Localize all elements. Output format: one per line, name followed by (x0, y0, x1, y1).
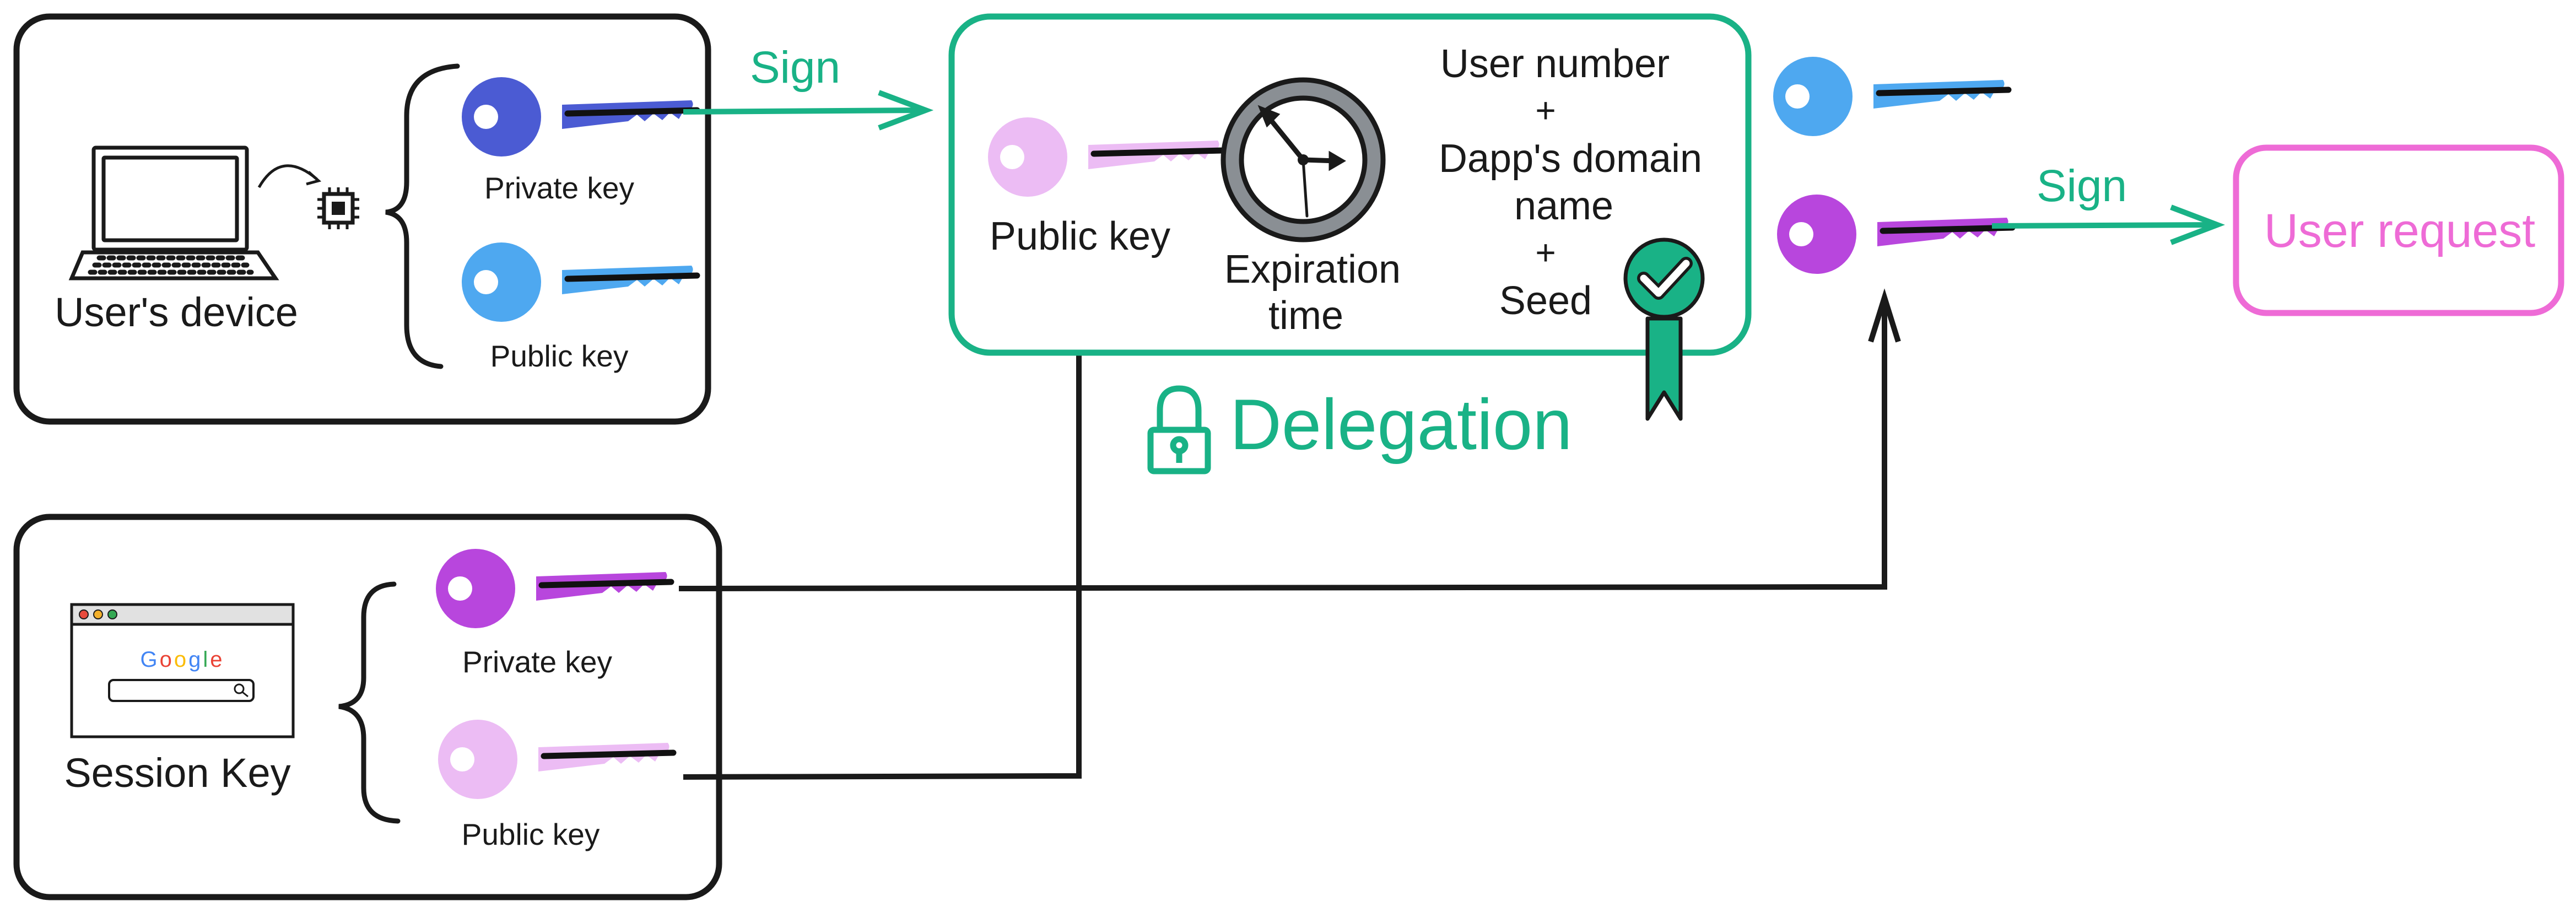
user-request-label: User request (2264, 204, 2535, 257)
users-device-private-key-label: Private key (484, 171, 635, 205)
search-icon (234, 683, 249, 698)
expiration-label-line2: time (1268, 294, 1343, 338)
sign-arrow-2 (1991, 222, 2217, 229)
session-public-to-delegation-arrow (683, 281, 1082, 780)
session-key-group: Google Private key Public key Session Ke… (13, 514, 722, 900)
delegation-content-line-2: + (1535, 90, 1556, 130)
delegation-content-line-6: Seed (1499, 279, 1592, 323)
chip-icon (317, 187, 359, 229)
sign-arrow-1 (683, 107, 925, 115)
users-device-public-key-label: Public key (490, 339, 629, 373)
sign-label-1: Sign (750, 42, 840, 93)
delegation-content-line-1: User number (1440, 42, 1670, 86)
user-request-box (2233, 144, 2564, 316)
session-key-brace (338, 581, 401, 824)
browser-logo-text: Google (140, 647, 224, 672)
clock-icon (1221, 77, 1386, 242)
session-private-key-label: Private key (462, 645, 613, 679)
browser-window-icon: Google (70, 603, 295, 738)
right-session-private-key-icon (1777, 195, 2012, 274)
session-key-label: Session Key (64, 750, 290, 796)
delegation-group: Public key Expiration time User number +… (948, 13, 1752, 356)
delegation-content-line-5: + (1535, 233, 1556, 272)
users-device-brace (385, 63, 460, 369)
delegation-title: Delegation (1230, 384, 1573, 465)
users-device-label: User's device (55, 289, 298, 335)
certificate-badge-icon (1623, 238, 1705, 421)
users-device-group: Private key Public key User's device (13, 13, 711, 425)
delegation-content-line-3: Dapp's domain (1439, 137, 1702, 181)
expiration-label-line1: Expiration (1224, 247, 1401, 292)
session-public-key-label: Public key (462, 817, 600, 851)
delegation-public-key-label: Public key (990, 214, 1170, 258)
delegation-content-line-4: name (1514, 184, 1613, 228)
laptop-icon (68, 145, 279, 280)
lock-icon (1147, 385, 1211, 474)
right-public-key-icon (1773, 57, 2008, 136)
sign-label-2: Sign (2037, 161, 2127, 211)
